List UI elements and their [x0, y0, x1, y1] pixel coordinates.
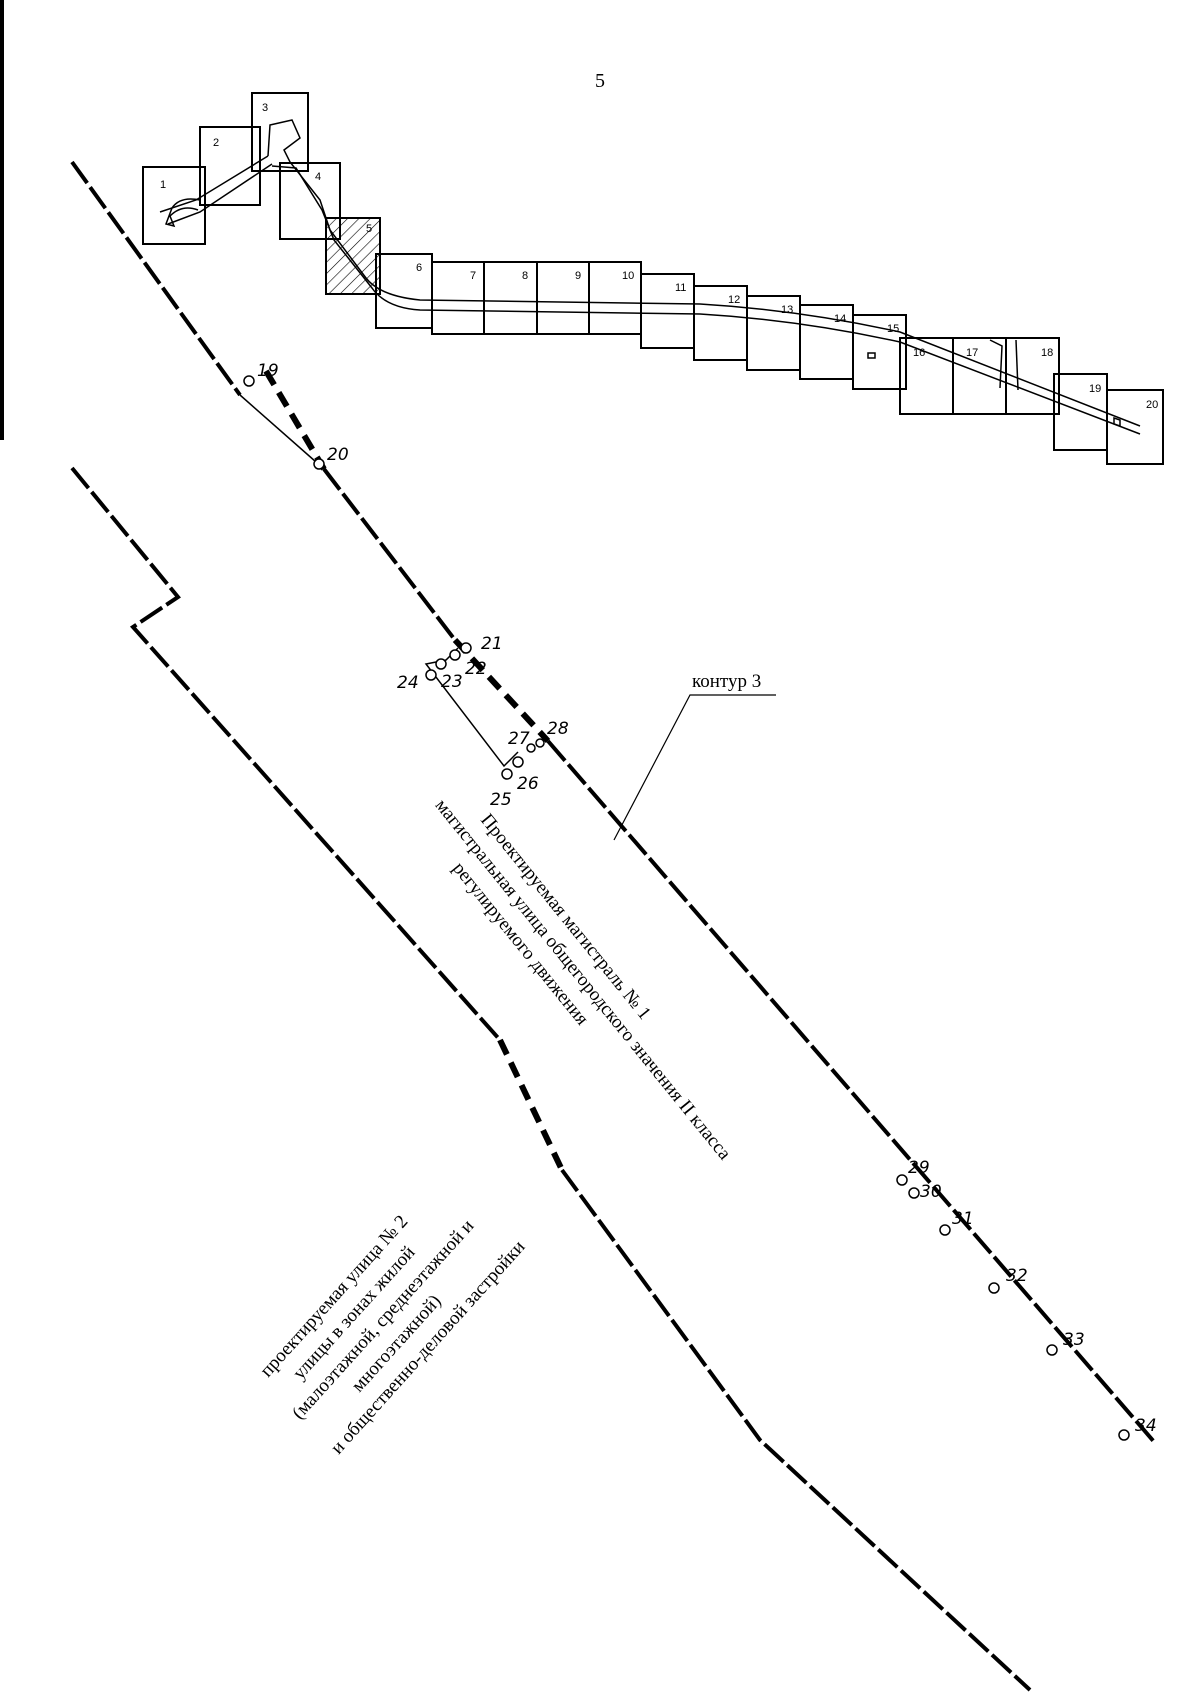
sheet-frame-2 [199, 126, 261, 206]
point-marker-21 [460, 642, 472, 654]
sheet-label-9: 9 [575, 270, 581, 282]
point-marker-28 [535, 738, 545, 748]
point-marker-20 [313, 458, 325, 470]
street-2-annotation: проектируемая улица № 2 улицы в зонах жи… [256, 1211, 529, 1458]
point-label-23: 23 [441, 672, 463, 692]
point-label-24: 24 [397, 673, 419, 693]
sheet-frame-7 [431, 261, 485, 335]
sheet-label-17: 17 [966, 347, 978, 359]
point-label-28: 28 [547, 719, 569, 739]
sheet-label-10: 10 [622, 270, 634, 282]
sheet-label-6: 6 [416, 262, 422, 274]
sheet-frame-5 [325, 217, 381, 295]
sheet-label-16: 16 [913, 347, 925, 359]
point-label-26: 26 [517, 774, 539, 794]
point-label-22: 22 [465, 659, 487, 679]
point-label-29: 29 [908, 1158, 930, 1178]
sheet-label-5: 5 [366, 223, 372, 235]
point-label-21: 21 [481, 634, 503, 654]
sheet-label-18: 18 [1041, 347, 1053, 359]
sheet-label-8: 8 [522, 270, 528, 282]
sheet-label-11: 11 [675, 282, 686, 294]
route-corridor [159, 119, 1141, 435]
point-label-25: 25 [490, 790, 512, 810]
contour-3-callout: контур 3 [613, 671, 776, 841]
point-marker-32 [988, 1282, 1000, 1294]
boundary-points [243, 375, 1130, 1441]
sheet-label-2: 2 [213, 137, 219, 149]
sheet-label-12: 12 [728, 294, 740, 306]
point-marker-29 [896, 1174, 908, 1186]
point-label-31: 31 [952, 1209, 974, 1229]
sheet-label-4: 4 [315, 171, 321, 183]
sheet-frame-4 [279, 162, 341, 240]
point-label-32: 32 [1006, 1266, 1028, 1286]
scan-edge-mark [0, 0, 4, 440]
sheet-label-13: 13 [781, 304, 793, 316]
point-marker-25 [501, 768, 513, 780]
sheet-label-1: 1 [160, 179, 166, 191]
point-marker-19 [243, 375, 255, 387]
point-marker-27 [526, 743, 536, 753]
sheet-label-14: 14 [834, 313, 846, 325]
sheet-index-grid [142, 92, 1164, 465]
sheet-frame-20 [1106, 389, 1164, 465]
point-labels: 19 20 21 22 23 24 25 26 27 28 29 30 31 3… [257, 361, 1157, 1436]
point-marker-30 [908, 1187, 920, 1199]
boundary-line-secondary [70, 466, 1032, 1692]
sheet-frame-18 [1005, 337, 1060, 415]
sheet-frame-9 [536, 261, 590, 335]
point-marker-24 [425, 669, 437, 681]
street-1-line-2: магистральная улица общегородского значе… [431, 795, 736, 1164]
point-marker-31 [939, 1224, 951, 1236]
boundary-line-main [70, 160, 1158, 1446]
point-label-19: 19 [257, 361, 279, 381]
point-label-30: 30 [920, 1182, 942, 1202]
sheet-label-15: 15 [887, 323, 899, 335]
point-label-34: 34 [1135, 1416, 1157, 1436]
point-label-20: 20 [327, 445, 349, 465]
street-1-annotation: Проектируемая магистраль № 1 магистральн… [431, 795, 736, 1164]
sheet-labels: 1 2 3 4 5 6 7 8 9 10 11 12 13 14 15 16 1… [160, 102, 1158, 411]
point-marker-26 [512, 756, 524, 768]
point-marker-22 [449, 649, 461, 661]
point-marker-34 [1118, 1429, 1130, 1441]
sheet-frame-17 [952, 337, 1007, 415]
sheet-label-19: 19 [1089, 383, 1101, 395]
sheet-label-20: 20 [1146, 399, 1158, 411]
point-marker-33 [1046, 1344, 1058, 1356]
sheet-label-3: 3 [262, 102, 268, 114]
sheet-frame-15 [852, 314, 907, 390]
page-number: 5 [595, 70, 605, 92]
point-label-33: 33 [1063, 1330, 1085, 1350]
contour-3-label: контур 3 [692, 671, 761, 692]
point-label-27: 27 [508, 729, 530, 749]
point-marker-23 [435, 658, 447, 670]
sheet-frame-8 [483, 261, 538, 335]
sheet-label-7: 7 [470, 270, 476, 282]
